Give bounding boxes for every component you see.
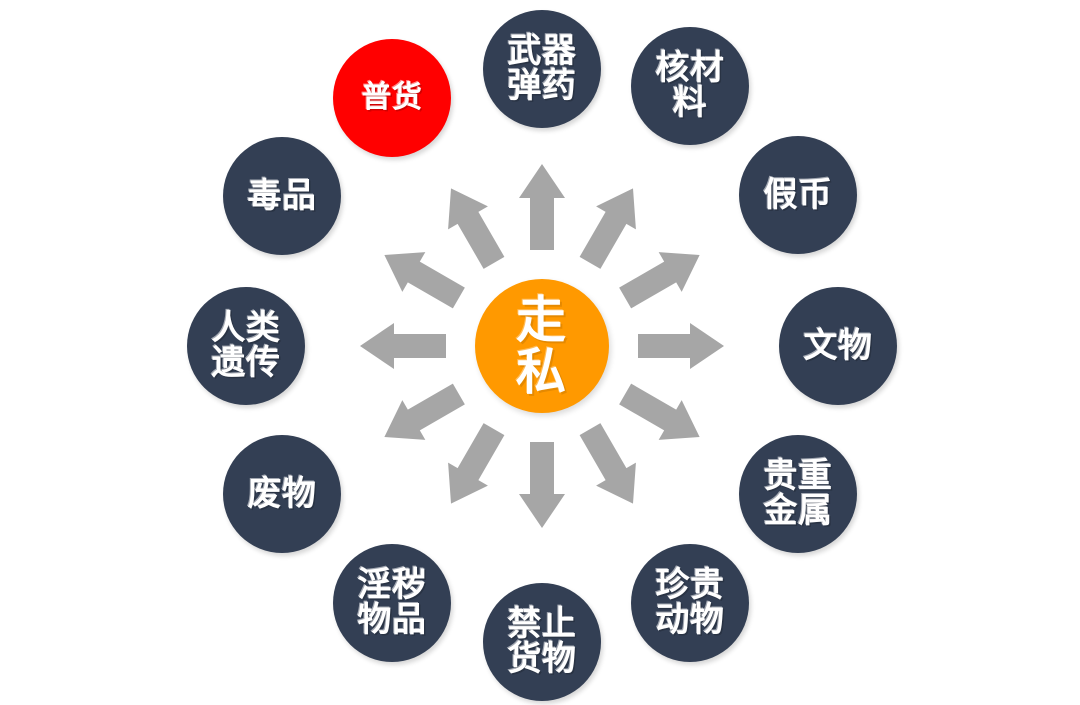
arrow-to-prohibited-goods [519, 442, 565, 528]
node-label-cultural-relics: 文物 [803, 325, 873, 366]
node-label-nuclear-material: 核材 料 [655, 48, 725, 123]
arrow-to-obscene-items [448, 423, 505, 504]
node-label-drugs: 毒品 [247, 175, 317, 216]
arrow-to-nuclear-material [579, 188, 636, 269]
node-drugs[interactable]: 毒品 [223, 137, 341, 255]
node-weapons-ammunition[interactable]: 武器 弹药 [483, 10, 601, 128]
arrow-to-drugs [384, 252, 465, 309]
node-prohibited-goods[interactable]: 禁止 货物 [483, 583, 601, 701]
arrow-to-weapons-ammunition [519, 164, 565, 250]
node-center-label: 走 私 [516, 290, 568, 401]
node-label-waste: 废物 [247, 473, 317, 514]
node-center-smuggling[interactable]: 走 私 [475, 279, 609, 413]
arrow-to-cultural-relics [638, 323, 724, 369]
node-nuclear-material[interactable]: 核材 料 [631, 27, 749, 145]
node-human-genetic-resources[interactable]: 人类 遗传 [187, 287, 305, 405]
node-cultural-relics[interactable]: 文物 [779, 287, 897, 405]
arrow-to-counterfeit-currency [619, 252, 700, 309]
node-label-precious-metals: 贵重 金属 [763, 456, 833, 531]
arrow-to-ordinary-goods [448, 188, 505, 269]
node-waste[interactable]: 废物 [223, 435, 341, 553]
node-precious-metals[interactable]: 贵重 金属 [739, 435, 857, 553]
arrow-to-waste [384, 383, 465, 440]
node-obscene-items[interactable]: 淫秽 物品 [333, 544, 451, 662]
node-label-rare-animals: 珍贵 动物 [655, 565, 725, 640]
arrow-to-precious-metals [619, 383, 700, 440]
node-label-ordinary-goods: 普货 [361, 79, 423, 115]
arrow-to-rare-animals [579, 423, 636, 504]
node-ordinary-goods[interactable]: 普货 [333, 39, 451, 157]
node-counterfeit-currency[interactable]: 假币 [739, 136, 857, 254]
node-rare-animals[interactable]: 珍贵 动物 [631, 544, 749, 662]
arrow-to-human-genetic-resources [360, 323, 446, 369]
node-label-counterfeit-currency: 假币 [763, 174, 833, 215]
node-label-weapons-ammunition: 武器 弹药 [507, 31, 577, 106]
node-label-obscene-items: 淫秽 物品 [357, 565, 427, 640]
node-label-human-genetic-resources: 人类 遗传 [211, 308, 281, 383]
node-label-prohibited-goods: 禁止 货物 [507, 604, 577, 679]
